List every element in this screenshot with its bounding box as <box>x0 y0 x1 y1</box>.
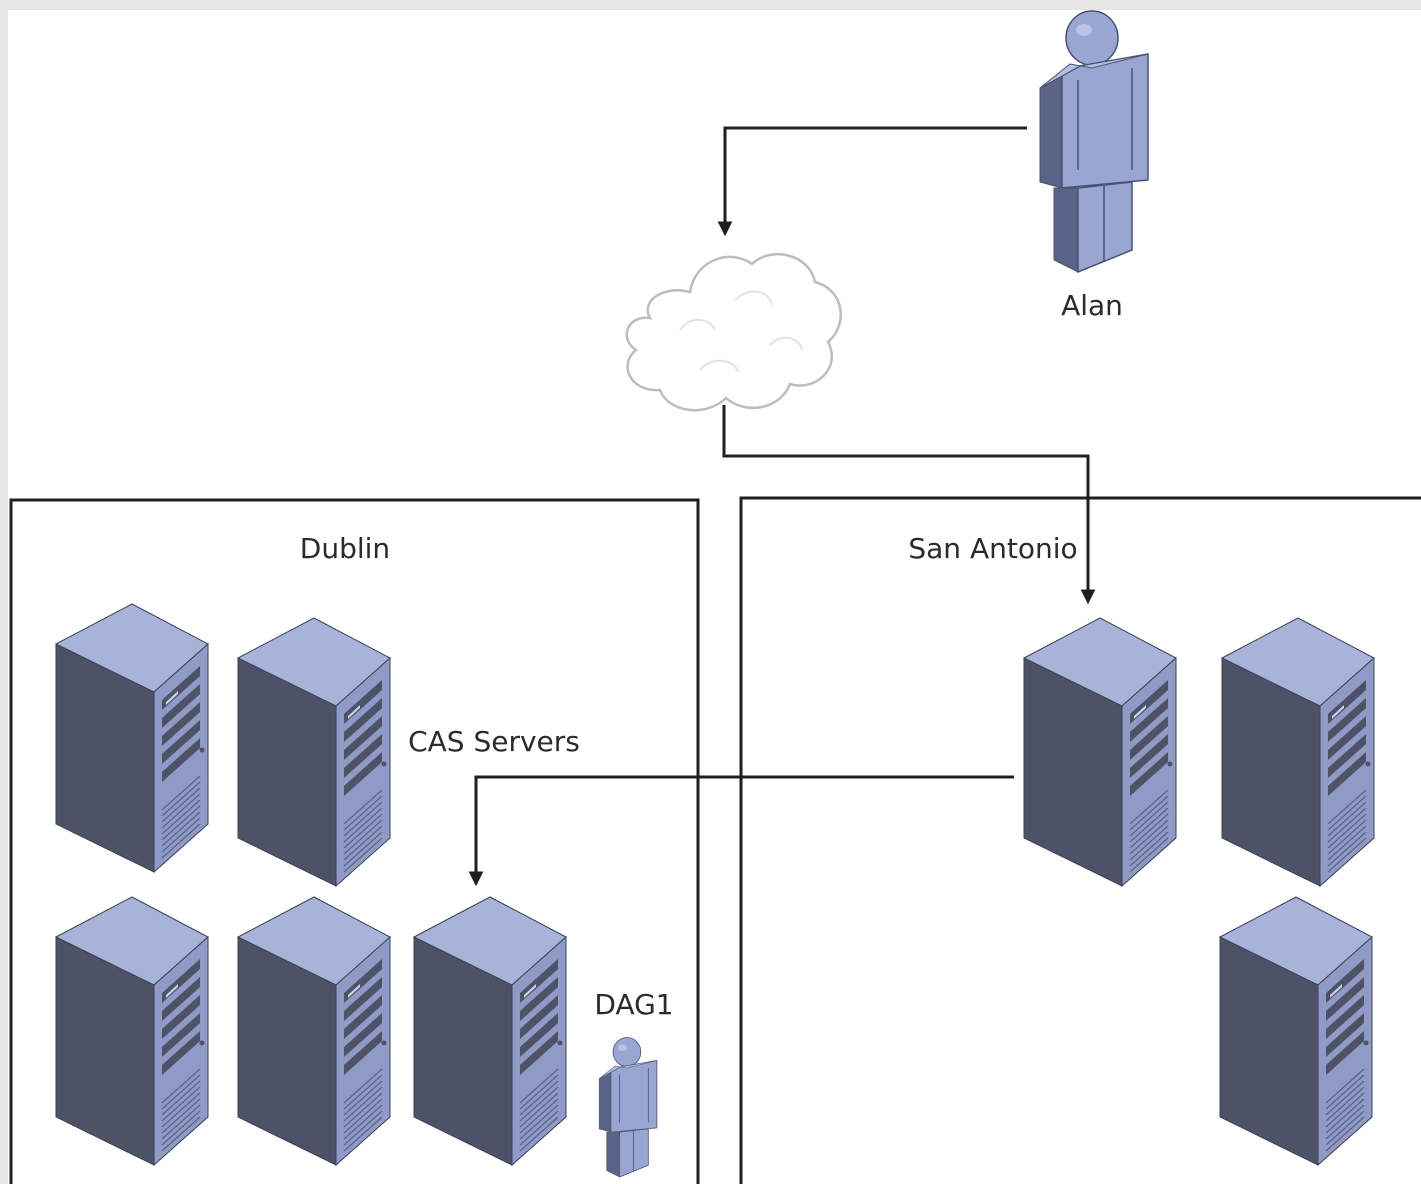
site-box-dublin <box>9 498 700 1184</box>
site-label-dublin: Dublin <box>300 532 390 565</box>
person-icon-small <box>598 1037 658 1178</box>
site-box-san-antonio <box>739 496 1421 1184</box>
server-tower-icon <box>1219 896 1373 1166</box>
connector-alan-to-cloud <box>717 126 1027 237</box>
site-label-san-antonio: San Antonio <box>908 532 1077 565</box>
server-tower-icon <box>413 896 567 1166</box>
server-tower-icon <box>55 603 209 873</box>
frame-left <box>0 0 8 1184</box>
server-tower-icon <box>237 617 391 887</box>
cloud-icon <box>625 253 842 412</box>
group-label-cas-servers: CAS Servers <box>408 725 580 758</box>
server-tower-icon <box>1023 617 1177 887</box>
connector-cloud-to-san-antonio <box>722 405 1096 605</box>
server-tower-icon <box>1221 617 1375 887</box>
person-icon-alan <box>1039 10 1149 273</box>
user-label-alan: Alan <box>1061 289 1123 322</box>
group-label-dag1: DAG1 <box>594 988 673 1021</box>
server-tower-icon <box>237 896 391 1166</box>
connector-san-antonio-to-dag1 <box>468 775 1014 887</box>
server-tower-icon <box>55 896 209 1166</box>
frame-top <box>0 0 1421 10</box>
